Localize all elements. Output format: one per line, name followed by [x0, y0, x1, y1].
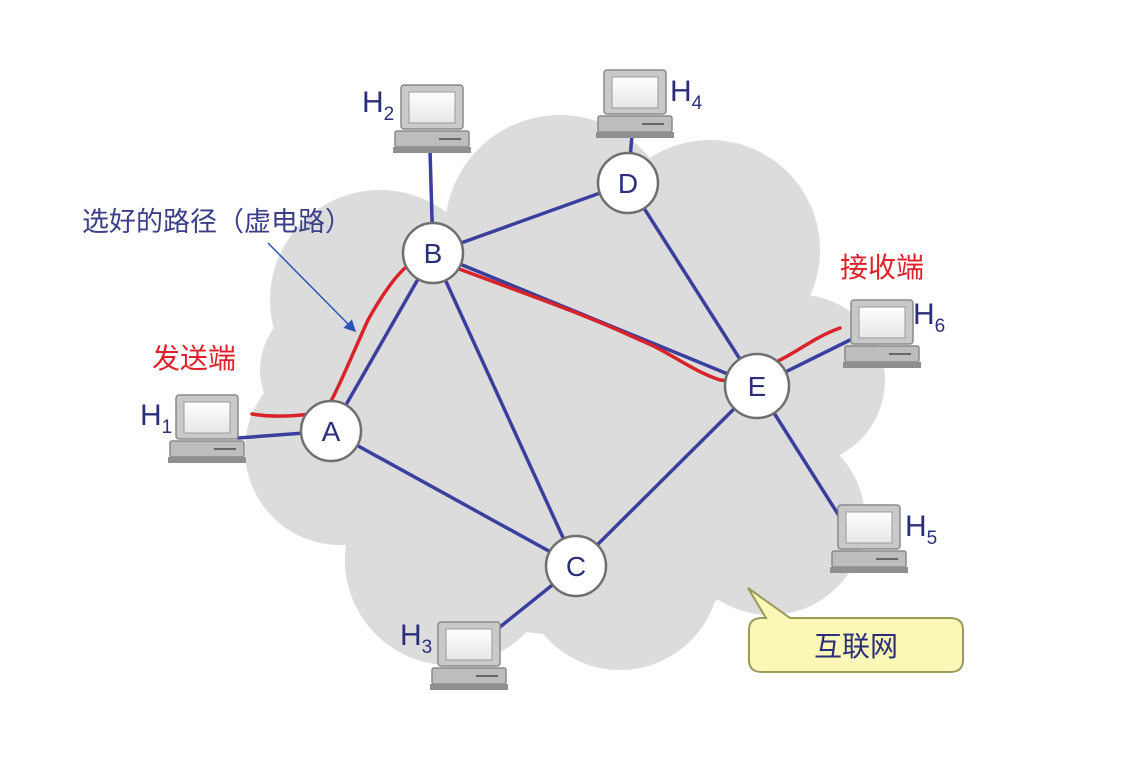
host-h3	[430, 621, 508, 690]
host-h6-sub: 6	[935, 316, 946, 337]
link-D-E	[626, 181, 759, 388]
host-h4-letter: H	[670, 75, 692, 108]
host-h1-label: H1	[140, 399, 172, 438]
host-h2	[393, 84, 471, 153]
router-a-label: A	[322, 416, 341, 447]
router-b-label: B	[424, 238, 443, 269]
host-h4-sub: 4	[692, 93, 703, 114]
internet-label: 互联网	[814, 630, 898, 663]
host-h2-sub: 2	[384, 104, 395, 125]
host-h1	[168, 394, 246, 463]
router-c: C	[544, 534, 608, 598]
router-c-label: C	[566, 551, 586, 582]
router-e-label: E	[748, 371, 767, 402]
host-h4-label: H4	[670, 75, 703, 114]
host-h5-label: H5	[905, 510, 937, 549]
host-h3-label: H3	[400, 619, 432, 658]
selected-path-arrow	[267, 242, 357, 333]
link-C-E	[574, 384, 759, 568]
host-h1-letter: H	[140, 399, 162, 432]
host-h5-letter: H	[905, 510, 927, 543]
host-h4	[596, 69, 674, 138]
host-h1-sub: 1	[162, 417, 173, 438]
host-h2-label: H2	[362, 86, 394, 125]
router-e: E	[723, 352, 791, 420]
link-B-C	[431, 251, 578, 568]
host-h5-sub: 5	[927, 528, 938, 549]
router-d-label: D	[618, 168, 638, 199]
link-A-B	[329, 251, 435, 433]
selected-path-label: 选好的路径（虚电路）	[82, 207, 352, 238]
host-h5	[830, 504, 908, 573]
link-B-D	[431, 181, 630, 255]
sender-label: 发送端	[152, 342, 236, 375]
host-h2-letter: H	[362, 86, 384, 119]
router-b: B	[401, 221, 465, 285]
host-h6	[843, 299, 921, 368]
router-d: D	[596, 151, 660, 215]
host-h3-letter: H	[400, 619, 422, 652]
receiver-label: 接收端	[840, 251, 924, 284]
link-A-C	[329, 429, 578, 568]
router-a: A	[299, 399, 363, 463]
internet-callout: 互联网	[747, 587, 964, 673]
host-h6-letter: H	[913, 298, 935, 331]
host-h6-label: H6	[913, 298, 945, 337]
host-h3-sub: 3	[422, 637, 433, 658]
